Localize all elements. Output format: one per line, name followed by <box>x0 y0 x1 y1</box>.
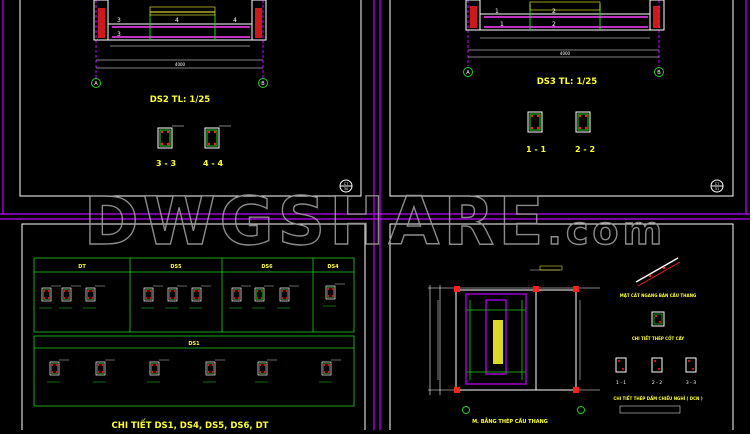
sheet-stamp: CT 31 <box>710 179 724 193</box>
column-rebar-detail: CHI TIẾT THÉP CỐT CÂY <box>632 311 684 341</box>
sheet-title: CHI TIẾT DS1, DS4, DS5, DS6, DT <box>112 418 269 430</box>
beam-elevation: 4000 3 4 3 4 A B <box>91 0 268 88</box>
span-dimension: 4000 <box>560 51 571 56</box>
cross-section-symbol <box>47 359 69 383</box>
svg-text:B: B <box>261 81 265 87</box>
svg-text:CT: CT <box>715 182 720 186</box>
stair-plan <box>428 265 600 414</box>
table-header: DS5 <box>170 264 182 270</box>
table-header: DT <box>78 264 86 270</box>
section-label: 2 - 2 <box>575 145 595 154</box>
cross-section-symbol <box>229 285 251 309</box>
rebar-mark: 1 <box>495 8 499 15</box>
cross-section-symbol <box>141 285 163 309</box>
grid-bubble-b <box>258 78 268 88</box>
cross-section-symbol <box>39 285 61 309</box>
section-1-1: 1 - 1 <box>526 111 546 154</box>
cross-section-symbol <box>252 285 274 309</box>
section-label: 4 - 4 <box>203 159 223 168</box>
sheet-frame <box>21 223 366 434</box>
beam-elevation: 4000 1 2 1 2 A B <box>463 0 665 77</box>
section-label: 2 - 2 <box>652 380 662 386</box>
svg-text:CT: CT <box>344 182 349 186</box>
cross-section-symbol <box>323 283 345 307</box>
cross-section-symbol <box>93 359 115 383</box>
section-label: 3 - 3 <box>156 159 176 168</box>
section-label: 1 - 1 <box>526 145 546 154</box>
drawing-caption: DS2 TL: 1/25 <box>150 95 211 105</box>
sheet-frame <box>389 223 734 434</box>
table-header: DS4 <box>327 264 339 270</box>
table-band-header: DS1 <box>188 341 200 347</box>
svg-text:30: 30 <box>344 187 348 191</box>
cross-section-symbol <box>203 359 225 383</box>
section-4-4: 4 - 4 <box>203 125 231 168</box>
rebar-mark: 4 <box>175 17 179 24</box>
sheet-bottom-left: DT DS5 DS6 DS4 DS1 CHI TIẾT DS1, DS4, DS… <box>21 223 366 434</box>
sheet-bottom-right: M. BẰNG THÉP CẦU THANG MẶT CẮT NGANG BẢN… <box>389 223 734 434</box>
watermark-logo: DWGSHARE.com <box>84 183 666 260</box>
stair-plan-title: M. BẰNG THÉP CẦU THANG <box>472 416 548 425</box>
rebar-mark: 3 <box>117 17 121 24</box>
grid-bubble-a <box>463 67 473 77</box>
rebar-mark: 2 <box>552 8 556 15</box>
cross-section-symbol <box>277 285 299 309</box>
cross-section-symbol <box>189 285 211 309</box>
rebar-mark: 1 <box>500 21 504 28</box>
span-dimension: 4000 <box>175 62 186 67</box>
sheet-top-left: 4000 3 4 3 4 A B DS2 TL: 1/25 3 - 3 4 <box>19 0 362 197</box>
section-3-3: 3 - 3 <box>156 125 184 168</box>
rebar-mark: 4 <box>233 17 237 24</box>
section-label: 3 - 3 <box>686 380 696 386</box>
section-label: 1 - 1 <box>616 380 626 386</box>
drawing-caption: DS3 TL: 1/25 <box>537 77 598 87</box>
rebar-mark: 3 <box>117 31 121 38</box>
cross-section-symbol <box>319 359 341 383</box>
sheet-frame <box>19 0 362 197</box>
cross-sections <box>39 283 345 383</box>
table-header: DS6 <box>261 264 273 270</box>
cross-section-symbol <box>165 285 187 309</box>
svg-text:A: A <box>466 70 470 76</box>
cross-section-symbol <box>59 285 81 309</box>
grid-bubble-a <box>91 78 101 88</box>
svg-text:31: 31 <box>715 187 719 191</box>
detail-label: MẶT CẮT NGANG BẢN CẦU THANG <box>620 293 696 298</box>
section-2-2: 2 - 2 <box>575 111 595 154</box>
landing-beam-details: 1 - 1 2 - 2 3 - 3 CHI TIẾT THÉP DẦM CHIẾ… <box>613 357 703 414</box>
detail-table <box>33 257 355 407</box>
svg-text:B: B <box>657 70 661 76</box>
rebar-mark: 2 <box>552 21 556 28</box>
detail-label: CHI TIẾT THÉP CỐT CÂY <box>632 335 684 341</box>
detail-label: CHI TIẾT THÉP DẦM CHIẾU NGHỈ ( DCN ) <box>613 395 702 401</box>
cross-section-symbol <box>147 359 169 383</box>
svg-text:A: A <box>94 81 98 87</box>
sheet-top-right: 4000 1 2 1 2 A B DS3 TL: 1/25 1 - 1 2 - … <box>389 0 734 197</box>
cross-section-symbol <box>83 285 105 309</box>
cross-section-symbol <box>255 359 277 383</box>
sheet-stamp: CT 30 <box>339 179 353 193</box>
grid-bubble-b <box>654 67 664 77</box>
stair-slab-section: MẶT CẮT NGANG BẢN CẦU THANG <box>620 257 696 298</box>
sheet-frame <box>389 0 734 197</box>
